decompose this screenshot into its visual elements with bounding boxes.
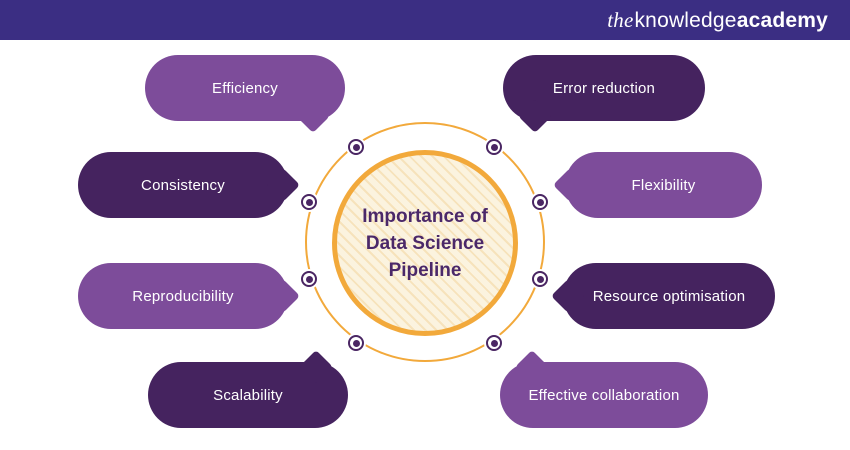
bubble-tail: [518, 99, 552, 133]
brand-bar: theknowledgeacademy: [0, 0, 850, 40]
bubble-tail: [515, 350, 549, 384]
connector-dot-bottom-left: [348, 335, 364, 351]
logo-academy: academy: [736, 8, 828, 32]
bubble-label-effective-collaboration: Effective collaboration: [528, 386, 680, 404]
central-topic-circle: Importance of Data Science Pipeline: [332, 150, 518, 336]
central-title-line-1: Importance of: [362, 205, 488, 227]
bubble-tail: [299, 350, 333, 384]
bubble-tail: [296, 99, 330, 133]
bubble-efficiency: Efficiency: [145, 55, 345, 133]
bubble-label-scalability: Scalability: [213, 386, 283, 404]
connector-dot-top-right: [486, 139, 502, 155]
connector-dot-core: [305, 275, 313, 283]
central-title-line-2: Data Science: [365, 232, 485, 254]
bubble-reproducibility: Reproducibility: [78, 263, 300, 329]
bubble-flexibility: Flexibility: [553, 152, 762, 218]
connector-dot-right-lower: [532, 271, 548, 287]
bubble-resource-optimisation: Resource optimisation: [551, 263, 775, 329]
knowledge-academy-logo: theknowledgeacademy: [607, 8, 828, 33]
logo-the: the: [607, 7, 634, 32]
connector-dot-core: [352, 339, 360, 347]
bubble-effective-collaboration: Effective collaboration: [500, 350, 708, 428]
connector-dot-right-upper: [532, 194, 548, 210]
connector-dot-core: [490, 339, 498, 347]
bubble-label-efficiency: Efficiency: [212, 79, 278, 97]
bubble-tail: [266, 279, 300, 313]
bubble-label-resource-optimisation: Resource optimisation: [592, 287, 746, 305]
bubble-label-error-reduction: Error reduction: [552, 79, 656, 97]
connector-dot-bottom-right: [486, 335, 502, 351]
bubble-tail: [266, 168, 300, 202]
connector-dot-core: [490, 143, 498, 151]
bubble-label-consistency: Consistency: [141, 176, 225, 194]
logo-knowledge: knowledge: [634, 8, 737, 32]
bubble-tail: [553, 168, 587, 202]
bubble-tail: [551, 279, 585, 313]
bubble-error-reduction: Error reduction: [503, 55, 705, 133]
bubble-scalability: Scalability: [148, 350, 348, 428]
connector-dot-core: [305, 198, 313, 206]
connector-dot-core: [352, 143, 360, 151]
connector-dot-left-lower: [301, 271, 317, 287]
orbit-ring: [305, 122, 545, 362]
bubble-label-reproducibility: Reproducibility: [132, 287, 234, 305]
bubble-consistency: Consistency: [78, 152, 300, 218]
bubble-label-flexibility: Flexibility: [631, 176, 696, 194]
connector-dot-core: [536, 198, 544, 206]
central-title-line-3: Pipeline: [388, 259, 462, 281]
connector-dot-top-left: [348, 139, 364, 155]
connector-dot-left-upper: [301, 194, 317, 210]
connector-dot-core: [536, 275, 544, 283]
